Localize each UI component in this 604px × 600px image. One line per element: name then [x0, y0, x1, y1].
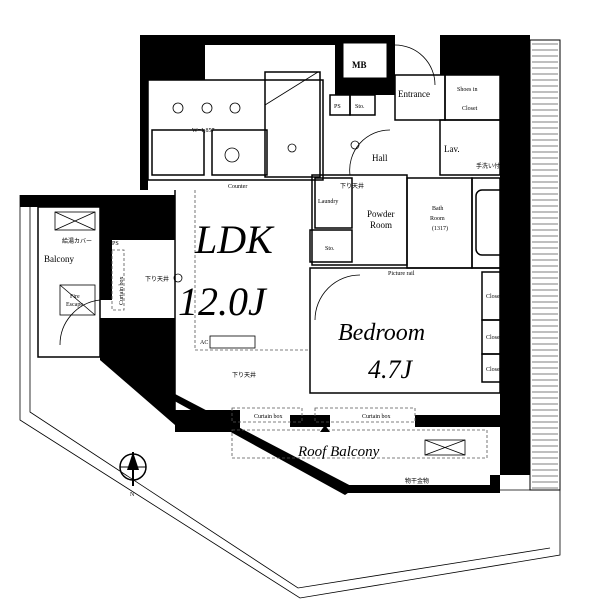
hand-wash-note: 手洗い付 — [476, 162, 500, 170]
bath-room-label: Bath — [432, 206, 443, 212]
curtain-box-label-3: Curtain box — [362, 414, 391, 420]
fire-escape-label: Fire — [70, 294, 80, 300]
storage-label-2: Sto. — [325, 246, 335, 252]
compass-north-label: N — [130, 492, 135, 498]
curtain-box-label-2: Curtain box — [254, 414, 283, 420]
closet-label-1: Closet — [486, 294, 502, 300]
closet-label-2: Closet — [486, 335, 502, 341]
fire-escape-label-2: Escape — [66, 302, 83, 308]
heater-cover-note: 給湯カバー — [62, 237, 92, 245]
balcony-label: Balcony — [44, 254, 74, 264]
ac-label: AC — [200, 340, 208, 346]
lowered-ceiling-note-2: 下り天井 — [232, 371, 256, 379]
ps-label: PS — [334, 104, 341, 110]
drying-hardware-note: 物干金物 — [405, 477, 429, 485]
exterior-hatch — [529, 39, 561, 491]
site-boundary-inner — [29, 205, 551, 589]
powder-room-label-2: Room — [370, 220, 392, 230]
mb-label: MB — [352, 60, 367, 70]
curtain-box-label-1: Curtain box — [119, 277, 125, 306]
hall-label: Hall — [372, 153, 388, 163]
lowered-ceiling-note-3: 下り天井 — [340, 182, 364, 190]
partitions — [37, 44, 515, 459]
site-boundary — [19, 195, 561, 599]
picture-rail-label: Picture rail — [388, 271, 415, 277]
roof-balcony-label: Roof Balcony — [297, 444, 380, 460]
shoes-closet-label-2: Closet — [462, 106, 478, 112]
powder-room-label: Powder — [367, 209, 395, 219]
bedroom-label: Bedroom — [338, 320, 425, 346]
counter-label: Counter — [228, 184, 247, 190]
ldk-size: 12.0J — [178, 279, 268, 324]
bedroom-size: 4.7J — [368, 355, 414, 384]
walls — [20, 35, 530, 495]
storage-label: Sto. — [355, 104, 365, 110]
shoes-closet-label: Shoes in — [457, 87, 478, 93]
lav-label: Lav. — [444, 144, 460, 154]
bath-room-label-2: Room — [430, 216, 445, 222]
entrance-label: Entrance — [398, 89, 430, 99]
ldk-label: LDK — [194, 217, 275, 262]
laundry-label: Laundry — [318, 199, 338, 205]
balcony-ps-label: PS — [112, 241, 119, 247]
lowered-ceiling-note-1: 下り天井 — [145, 275, 169, 283]
compass-icon: N — [119, 452, 147, 498]
closet-label-3: Closet — [486, 367, 502, 373]
kitchen-width-note: W=1,857 — [192, 128, 215, 134]
bath-room-size: (1317) — [432, 225, 448, 232]
